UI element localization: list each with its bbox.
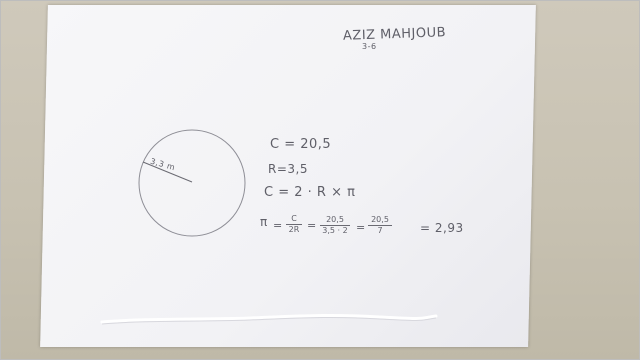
fraction-simplified: 20,5 7 <box>368 215 392 236</box>
fraction-numerator: 20,5 <box>320 215 350 226</box>
circumference-line: C = 20,5 <box>270 137 332 152</box>
pi-symbol: π <box>260 215 268 229</box>
formula-line: C = 2 · R × π <box>264 185 356 200</box>
radius-value-line: R=3,5 <box>268 162 308 176</box>
fraction-denominator: 7 <box>377 226 383 235</box>
fraction-c-over-2r: C 2R <box>286 214 302 235</box>
fraction-denominator: 3,5 · 2 <box>322 226 348 235</box>
fraction-numerator: 20,5 <box>368 215 392 226</box>
result-value: = 2,93 <box>420 221 464 235</box>
student-class: 3-6 <box>362 42 377 51</box>
equals-sign-2: = <box>356 221 366 234</box>
equals-sign-0: = <box>273 219 283 232</box>
equals-sign-1: = <box>307 219 317 232</box>
string-shadow <box>101 316 437 325</box>
fraction-numerator: C <box>286 214 302 225</box>
string <box>100 313 438 324</box>
drawn-circle <box>138 129 246 237</box>
fraction-values: 20,5 3,5 · 2 <box>320 215 350 236</box>
fraction-denominator: 2R <box>288 225 300 234</box>
radius-line <box>142 161 193 183</box>
